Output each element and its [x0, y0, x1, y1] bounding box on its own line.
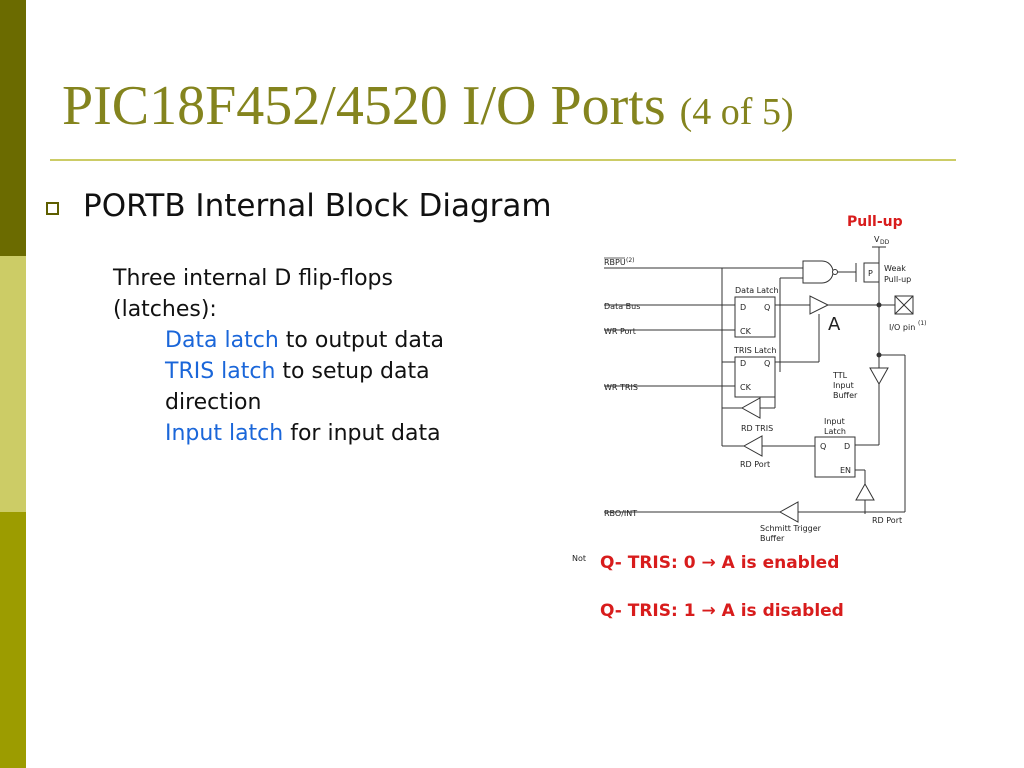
intro-line-1: Three internal D flip-flops — [113, 266, 393, 291]
label-wr-tris: WR TRIS — [604, 383, 638, 392]
label-pull-up-highlight: Pull-up — [847, 214, 903, 230]
slide-title: PIC18F452/4520 I/O Ports (4 of 5) — [62, 78, 794, 134]
label-input-latch-q: Q — [820, 442, 826, 451]
label-schmitt-1: Schmitt Trigger — [760, 524, 822, 533]
label-ttl-3: Buffer — [833, 391, 858, 400]
note-tris-1: Q- TRIS: 1 → A is disabled — [600, 601, 844, 621]
label-note-cut: Not — [572, 554, 586, 563]
label-rd-port: RD Port — [740, 460, 770, 469]
label-data-latch-ck: CK — [740, 327, 752, 336]
label-rbo-int: RBO/INT — [604, 509, 637, 518]
side-bar-segment-dark — [0, 0, 26, 256]
data-latch-box — [734, 296, 776, 338]
list-item-direction: direction — [113, 387, 444, 418]
rd-port-enable-buffer — [855, 482, 875, 501]
portb-block-diagram: RBPU (2) Data Bus WR Port WR TRIS Data L… — [572, 214, 927, 563]
label-input-latch-en: EN — [840, 466, 851, 475]
title-underline — [50, 159, 956, 161]
label-schmitt-2: Buffer — [760, 534, 785, 543]
side-bar-segment-mid — [0, 512, 26, 768]
label-data-latch-d: D — [740, 303, 746, 312]
label-input-latch-d: D — [844, 442, 850, 451]
label-rbpu-note: (2) — [626, 257, 635, 264]
desc-data-latch: to output data — [278, 328, 444, 353]
slide-title-sub: (4 of 5) — [679, 91, 794, 133]
label-wr-port: WR Port — [604, 327, 636, 336]
label-ttl-1: TTL — [832, 371, 848, 380]
label-vdd-sub: DD — [880, 239, 890, 246]
slide-title-main: PIC18F452/4520 I/O Ports — [62, 75, 666, 137]
schmitt-trigger-buffer — [778, 501, 799, 523]
term-input-latch: Input latch — [165, 421, 284, 446]
list-item-tris-latch: TRIS latch to setup data — [113, 356, 444, 387]
label-pmos-p: P — [868, 269, 873, 278]
label-tris-latch: TRIS Latch — [733, 346, 776, 355]
label-input-latch-1: Input — [824, 417, 845, 426]
label-io-pin-note: (1) — [918, 320, 927, 327]
label-tris-latch-ck: CK — [740, 383, 752, 392]
label-input-latch-2: Latch — [824, 427, 846, 436]
desc-direction: direction — [165, 390, 262, 415]
label-rd-port-2: RD Port — [872, 516, 902, 525]
side-bar-segment-light — [0, 256, 26, 512]
intro-line-2: (latches): — [113, 297, 217, 322]
label-data-latch-q: Q — [764, 303, 770, 312]
output-buffer-a — [809, 295, 830, 315]
side-accent-bar — [0, 0, 26, 768]
label-weak-pull-up: Pull-up — [884, 275, 911, 284]
bullet-heading: PORTB Internal Block Diagram — [83, 188, 552, 224]
label-tris-latch-d: D — [740, 359, 746, 368]
label-weak: Weak — [884, 264, 906, 273]
label-rd-tris: RD TRIS — [741, 424, 773, 433]
label-rbpu: RBPU — [604, 258, 626, 267]
desc-tris-latch: to setup data — [275, 359, 430, 384]
rd-tris-buffer — [740, 397, 761, 419]
nand-bubble — [832, 269, 838, 275]
label-tris-latch-q: Q — [764, 359, 770, 368]
term-tris-latch: TRIS latch — [165, 359, 276, 384]
label-ttl-2: Input — [833, 381, 854, 390]
label-a-marker: A — [828, 314, 841, 335]
nand-gate — [802, 260, 834, 284]
ttl-input-buffer — [869, 367, 889, 386]
input-latch-box — [814, 436, 856, 478]
note-tris-0: Q- TRIS: 0 → A is enabled — [600, 553, 840, 573]
body-text: Three internal D flip-flops (latches): D… — [113, 263, 444, 449]
rd-port-buffer — [742, 435, 763, 457]
label-data-bus: Data Bus — [604, 302, 640, 311]
label-data-latch: Data Latch — [735, 286, 779, 295]
term-data-latch: Data latch — [165, 328, 279, 353]
desc-input-latch: for input data — [283, 421, 441, 446]
list-item-data-latch: Data latch to output data — [113, 325, 444, 356]
list-item-input-latch: Input latch for input data — [113, 418, 444, 449]
label-vdd: V — [874, 235, 880, 244]
tris-latch-box — [734, 356, 776, 398]
pmos-transistor — [863, 262, 880, 283]
square-bullet-icon — [46, 202, 59, 215]
label-io-pin: I/O pin — [889, 323, 915, 332]
